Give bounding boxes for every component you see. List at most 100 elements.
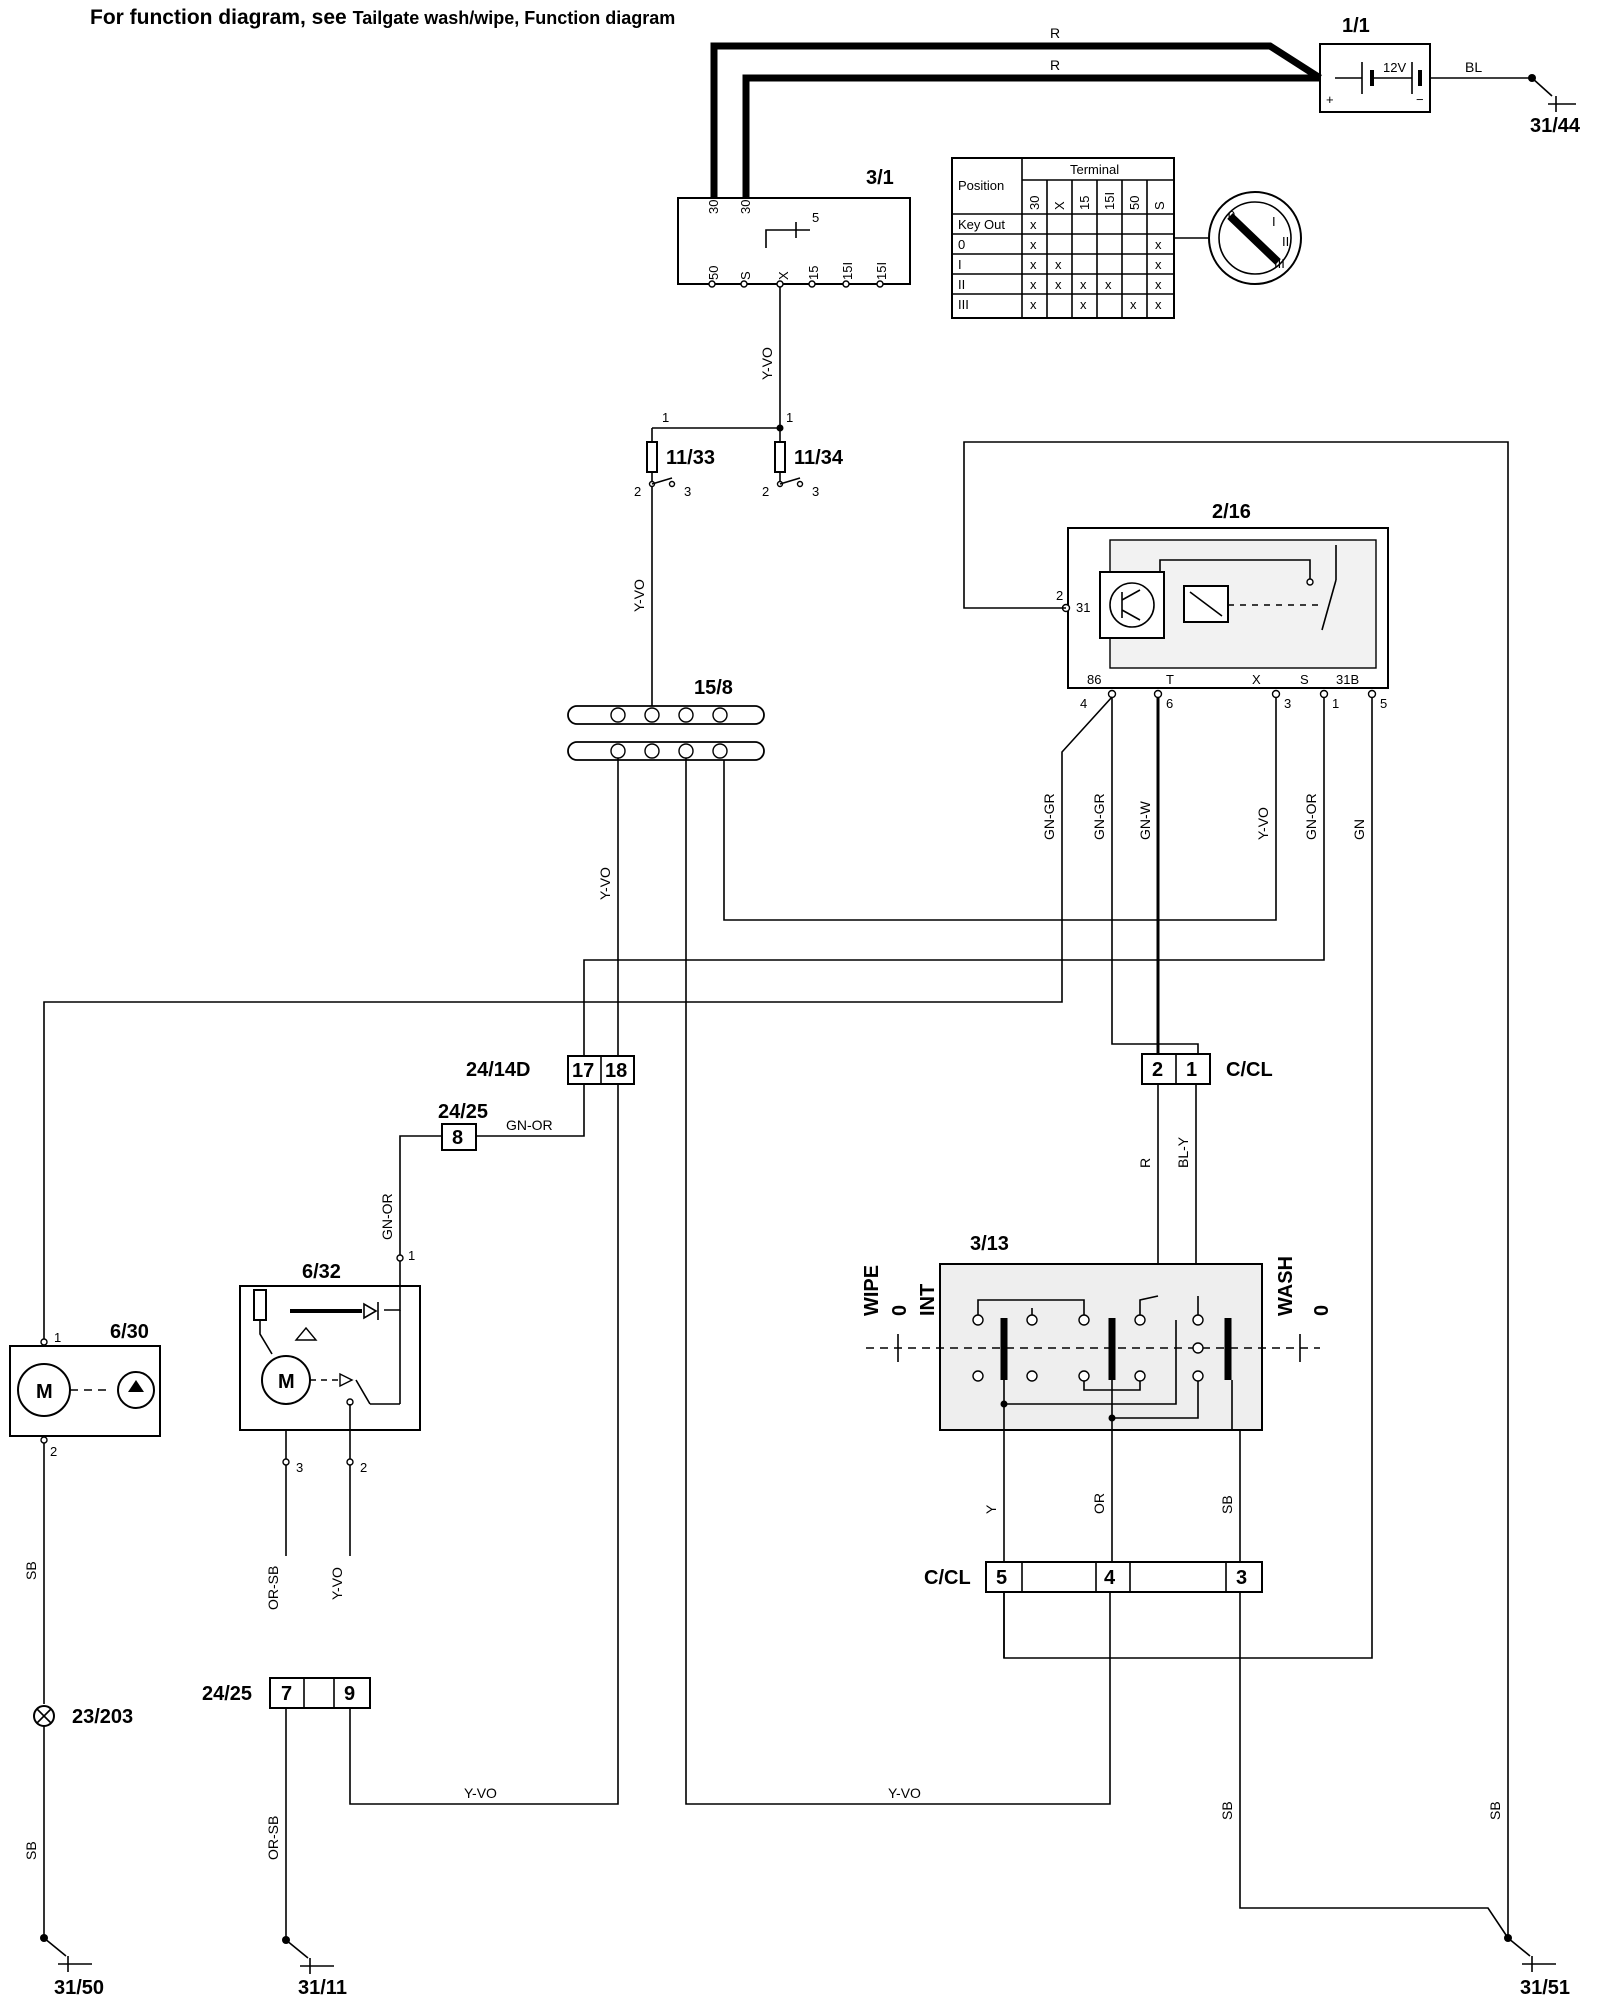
wire-y-vo-bottom-right: Y-VO	[888, 1785, 921, 1801]
connector-ccl-top: 2 1 C/CL	[1141, 1053, 1273, 1085]
table-mark: x	[1080, 297, 1087, 312]
table-mark: x	[1030, 237, 1037, 252]
svg-text:9: 9	[344, 1683, 355, 1705]
svg-text:15I: 15I	[840, 262, 855, 280]
table-mark: x	[1155, 257, 1162, 272]
washer-motor-6-30: 6/30 M	[9, 1321, 161, 1437]
connector-ccl-bottom-label: C/CL	[924, 1567, 971, 1589]
ignition-switch-label: 3/1	[866, 167, 894, 189]
table-mark: x	[1155, 277, 1162, 292]
table-mark: x	[1105, 277, 1112, 292]
connector-ccl-top-label: C/CL	[1226, 1059, 1273, 1081]
switch-zero-right: 0	[1311, 1305, 1333, 1316]
wire-r-1: R	[1050, 25, 1060, 41]
function-diagram-link[interactable]: Tailgate wash/wipe, Function diagram	[352, 8, 676, 28]
svg-text:5: 5	[812, 210, 819, 225]
svg-text:S: S	[1300, 672, 1309, 687]
svg-text:2: 2	[1056, 588, 1063, 603]
wire-gn-or-relay: GN-OR	[1303, 793, 1319, 840]
table-mark: x	[1030, 257, 1037, 272]
svg-text:−: −	[1416, 92, 1424, 107]
wire-sb-right: SB	[1487, 1801, 1503, 1820]
table-terminal-label: 50	[1127, 196, 1142, 210]
svg-text:2: 2	[762, 484, 769, 499]
fuse-11-34-label: 11/34	[794, 447, 844, 469]
lamp-label: 23/203	[72, 1706, 133, 1728]
wire-y-vo-fuse: Y-VO	[631, 579, 647, 612]
wire-sb-ccl: SB	[1219, 1801, 1235, 1820]
wire-sb-left-top: SB	[23, 1561, 39, 1580]
table-mark: x	[1155, 297, 1162, 312]
wire-y-vo-motor: Y-VO	[329, 1567, 345, 1600]
svg-text:15I: 15I	[874, 262, 889, 280]
wiper-switch-3-13: 3/13 WIPE 0 INT WASH 0	[861, 1233, 1333, 1431]
switch-zero-left: 0	[889, 1305, 911, 1316]
connector-15-8-label: 15/8	[694, 677, 733, 699]
svg-text:6: 6	[1166, 696, 1173, 711]
svg-text:3: 3	[296, 1460, 303, 1475]
svg-text:30: 30	[738, 200, 753, 214]
wiper-motor-label: 6/32	[302, 1261, 341, 1283]
svg-text:3: 3	[812, 484, 819, 499]
svg-text:2: 2	[1152, 1059, 1163, 1081]
ground-31-11: 31/11	[298, 1977, 347, 1998]
svg-text:1: 1	[408, 1248, 415, 1263]
wire-gn-gr-2: GN-GR	[1091, 793, 1107, 840]
table-mark: x	[1130, 297, 1137, 312]
table-mark: x	[1055, 277, 1062, 292]
wire-r-ccl: R	[1137, 1158, 1153, 1168]
wire-sb-left-bottom: SB	[23, 1841, 39, 1860]
svg-text:3: 3	[1284, 696, 1291, 711]
ground-31-44: 31/44	[1530, 115, 1581, 137]
svg-text:1: 1	[54, 1330, 61, 1345]
svg-text:31B: 31B	[1336, 672, 1359, 687]
wire-gn-or-2425: GN-OR	[506, 1117, 553, 1133]
ground-31-50: 31/50	[54, 1977, 104, 1998]
connector-15-8: 15/8	[567, 677, 765, 761]
table-mark: x	[1030, 277, 1037, 292]
ground-31-51: 31/51	[1520, 1977, 1570, 1998]
table-position-label: III	[958, 297, 969, 312]
svg-text:III: III	[1274, 256, 1285, 271]
wire-or-sb-top: OR-SB	[265, 1566, 281, 1610]
ignition-switch-box	[677, 197, 911, 285]
svg-text:86: 86	[1087, 672, 1101, 687]
connector-24-14d: 24/14D 17 18	[466, 1055, 635, 1085]
svg-text:4: 4	[1104, 1567, 1116, 1589]
table-terminal-header: Terminal	[1070, 162, 1119, 177]
switch-int-label: INT	[917, 1284, 939, 1316]
table-position-label: II	[958, 277, 965, 292]
svg-text:3: 3	[684, 484, 691, 499]
svg-text:2: 2	[50, 1444, 57, 1459]
table-frame	[951, 157, 1175, 319]
svg-text:T: T	[1166, 672, 1174, 687]
relay-label: 2/16	[1212, 501, 1251, 523]
svg-text:+: +	[1326, 92, 1334, 107]
table-mark: x	[1055, 257, 1062, 272]
svg-text:X: X	[1252, 672, 1261, 687]
ignition-switch-3-1: 3/1 30 30 5 50 S X 15 15I 15I	[677, 167, 911, 288]
wire-sb-switch: SB	[1219, 1495, 1235, 1514]
svg-text:0: 0	[1228, 208, 1235, 223]
wire-y-vo-158: Y-VO	[597, 867, 613, 900]
wiper-motor-6-32: 6/32 M	[239, 1261, 421, 1431]
switch-wipe-label: WIPE	[861, 1265, 883, 1316]
connector-24-25-top-label: 24/25	[438, 1101, 488, 1123]
svg-text:30: 30	[706, 200, 721, 214]
table-terminal-label: 15	[1077, 196, 1092, 210]
connector-24-25-bottom-label: 24/25	[202, 1683, 252, 1705]
table-mark: x	[1080, 277, 1087, 292]
wire-y-vo-bottom-left: Y-VO	[464, 1785, 497, 1801]
table-terminal-label: 30	[1027, 196, 1042, 210]
page-title: For function diagram, see Tailgate wash/…	[90, 6, 675, 30]
table-mark: x	[1030, 217, 1037, 232]
svg-text:S: S	[738, 271, 753, 280]
svg-text:4: 4	[1080, 696, 1087, 711]
table-terminal-label: 15I	[1102, 192, 1117, 210]
table-mark: x	[1155, 237, 1162, 252]
wire-y-vo-relay: Y-VO	[1255, 807, 1271, 840]
svg-text:I: I	[1272, 214, 1276, 229]
